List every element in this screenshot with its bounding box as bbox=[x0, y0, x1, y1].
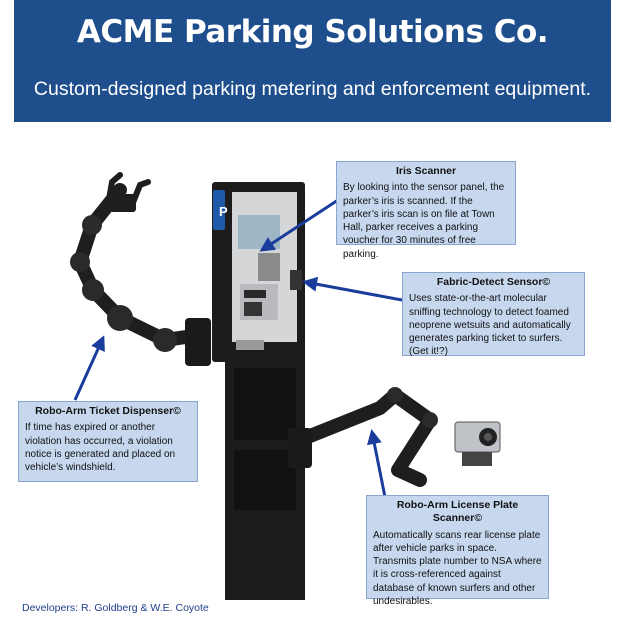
callout-plate-scanner: Robo-Arm License Plate Scanner© Automati… bbox=[366, 495, 549, 607]
robo-arm-plate-scanner bbox=[288, 387, 501, 487]
callout-title: Fabric-Detect Sensor© bbox=[436, 276, 551, 288]
iris-arrow bbox=[259, 198, 339, 252]
callout-title: Robo-Arm License Plate Scanner© bbox=[396, 499, 519, 525]
page-title: ACME Parking Solutions Co. bbox=[76, 14, 549, 50]
callout-text: If time has expired or another violation… bbox=[25, 422, 176, 474]
callout-title: Robo-Arm Ticket Dispenser© bbox=[35, 405, 181, 417]
callout-title: Iris Scanner bbox=[395, 165, 457, 177]
meter-sign-letter: P bbox=[219, 204, 228, 219]
header-banner: ACME Parking Solutions Co. Custom-design… bbox=[14, 0, 611, 122]
developers-credit: Developers: R. Goldberg & W.E. Coyote bbox=[22, 602, 209, 614]
callout-text: Uses state-or-the-art molecular sniffing… bbox=[409, 293, 571, 358]
callout-fabric-sensor: Fabric-Detect Sensor© Uses state-or-the-… bbox=[402, 272, 585, 358]
parking-meter bbox=[212, 182, 305, 600]
fabric-arrow bbox=[302, 276, 403, 302]
plate-arrow bbox=[366, 429, 387, 498]
callout-text: By looking into the sensor panel, the pa… bbox=[343, 182, 505, 260]
page-subtitle: Custom-designed parking metering and enf… bbox=[33, 78, 592, 100]
callout-text: Automatically scans rear license plate a… bbox=[373, 529, 542, 608]
dispenser-arrow bbox=[73, 335, 105, 401]
callout-iris-scanner: Iris Scanner By looking into the sensor … bbox=[336, 161, 516, 260]
callout-ticket-dispenser: Robo-Arm Ticket Dispenser© If time has e… bbox=[18, 401, 198, 482]
robo-arm-ticket-dispenser bbox=[70, 172, 211, 366]
